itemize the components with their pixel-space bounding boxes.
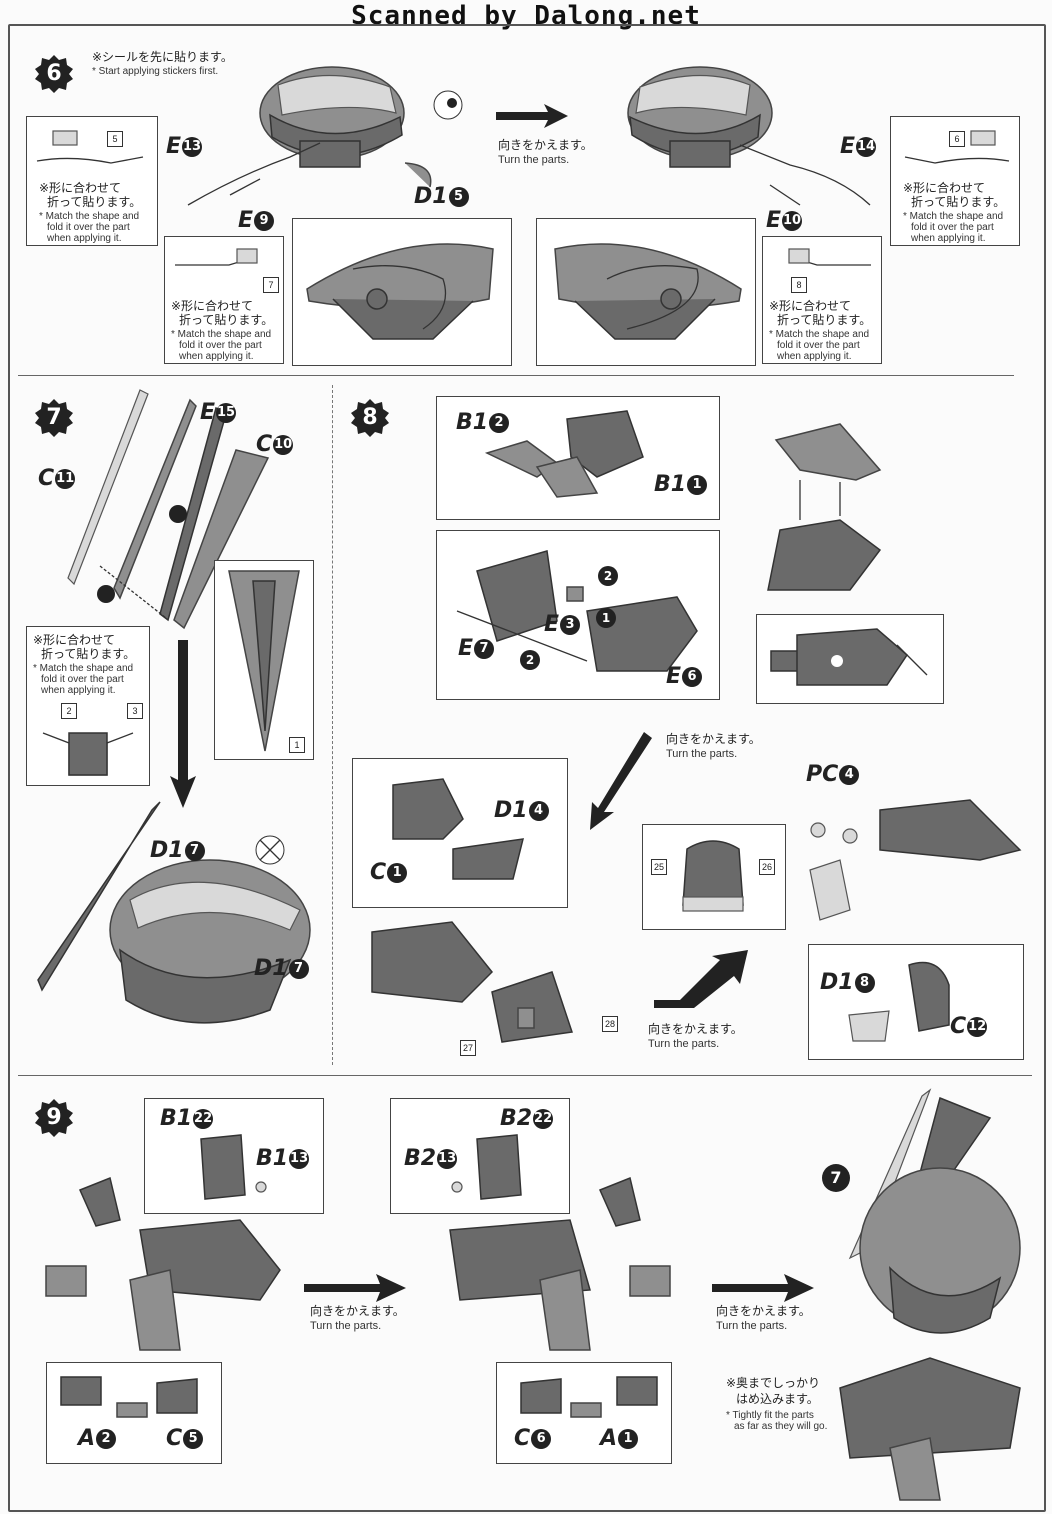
order-marker: 2 — [520, 650, 540, 670]
sticker-callout-6: 6 ※形に合わせて 折って貼ります。 * Match the shape and… — [890, 116, 1020, 246]
body-left-assembly — [45, 1176, 281, 1351]
divider-step6 — [18, 375, 1014, 376]
pc4-assembly — [809, 799, 1022, 921]
fit-note-en-1: * Tightly fit the parts — [726, 1410, 814, 1421]
turn-note-jp: 向きをかえます。 — [498, 138, 593, 152]
down-arrow-step7 — [170, 640, 196, 808]
order-marker: 2 — [598, 566, 618, 586]
step-7-reference-badge: 7 — [822, 1164, 850, 1192]
c1-d14-subassembly — [352, 758, 568, 908]
turn-arrow-step6 — [496, 104, 568, 128]
b1-subassembly — [436, 396, 720, 520]
antenna-parts — [67, 389, 270, 630]
sticker-28: 28 — [602, 1016, 618, 1032]
turn-note-en: Turn the parts. — [666, 748, 738, 760]
c1-to-body — [371, 921, 573, 1043]
turn-note-jp: 向きをかえます。 — [648, 1022, 743, 1036]
turn-note-en: Turn the parts. — [310, 1320, 382, 1332]
divider-step8 — [18, 1075, 1032, 1076]
head-left-view — [187, 66, 463, 206]
turn-arrow-step8-a — [590, 732, 652, 830]
fit-note-jp-1: ※奥までしっかり — [726, 1376, 821, 1390]
head-detail-left — [292, 218, 512, 366]
c12-d18-subassembly — [808, 944, 1024, 1060]
turn-note-en: Turn the parts. — [498, 154, 570, 166]
c6-a1-subassembly — [496, 1362, 672, 1464]
turn-note-jp: 向きをかえます。 — [716, 1304, 811, 1318]
order-marker: 1 — [596, 608, 616, 628]
head-final-assembly — [839, 1088, 1021, 1501]
antenna-sticker-detail: 1 — [214, 560, 314, 760]
head-with-antenna — [37, 801, 311, 1024]
body-right-assembly — [449, 1176, 671, 1351]
sticker-callout-8: 8 ※形に合わせて 折って貼ります。 * Match the shape and… — [762, 236, 882, 364]
e-subassembly — [436, 530, 720, 700]
scan-credit: Scanned by Dalong.net — [351, 1, 701, 31]
step-7-badge: 7 — [34, 398, 74, 438]
b1-to-body — [767, 423, 882, 591]
turn-arrow-step9-a — [304, 1274, 406, 1302]
head-detail-right — [536, 218, 756, 366]
sticker-callout-7: 7 ※形に合わせて 折って貼ります。 * Match the shape and… — [164, 236, 284, 364]
sticker-27: 27 — [460, 1040, 476, 1056]
antenna-fold-callout: ※形に合わせて 折って貼ります。 * Match the shape and f… — [26, 626, 150, 786]
turn-arrow-step8-b — [654, 950, 748, 1008]
turn-note-en: Turn the parts. — [648, 1038, 720, 1050]
fit-note-jp-2: はめ込みます。 — [736, 1392, 819, 1406]
turn-note-en: Turn the parts. — [716, 1320, 788, 1332]
fit-note-en-2: as far as they will go. — [734, 1421, 828, 1432]
sticker-first-note-en: * Start applying stickers first. — [92, 66, 219, 77]
sticker-callout-25-26: 25 26 — [642, 824, 786, 930]
turn-note-jp: 向きをかえます。 — [310, 1304, 405, 1318]
turn-note-jp: 向きをかえます。 — [666, 732, 761, 746]
sticker-callout-5: 5 ※形に合わせて 折って貼ります。 * Match the shape and… — [26, 116, 158, 246]
page-frame — [8, 24, 1046, 1512]
step-8-badge: 8 — [350, 398, 390, 438]
turn-arrow-step9-b — [712, 1274, 814, 1302]
body-detail — [756, 614, 944, 704]
step-9-badge: 9 — [34, 1098, 74, 1138]
head-right-view — [627, 66, 871, 206]
divider-step7-8 — [332, 385, 333, 1065]
sticker-first-note-jp: ※シールを先に貼ります。 — [92, 50, 233, 64]
step-6-badge: 6 — [34, 54, 74, 94]
a2-c5-subassembly — [46, 1362, 222, 1464]
